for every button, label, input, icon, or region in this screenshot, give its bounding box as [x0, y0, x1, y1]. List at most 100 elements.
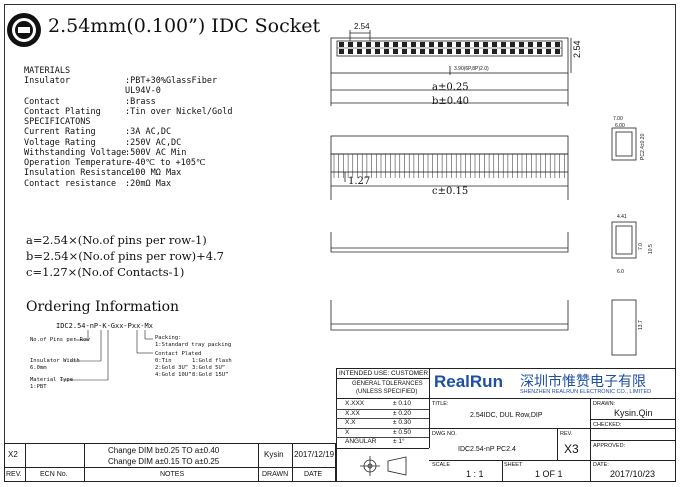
- tolerance-value: ± 1°: [393, 438, 405, 445]
- ordering-insulator-width-v: 6.0mm: [30, 365, 47, 371]
- tb-col-sheet: [502, 460, 503, 482]
- tolerance-key: ANGULAR: [345, 438, 377, 445]
- pin-hole: [357, 49, 362, 54]
- title-value: 2.54IDC, DUL Row,DIP: [470, 412, 543, 419]
- pin-hole: [483, 49, 488, 54]
- pin-hole: [393, 49, 398, 54]
- drawn-label: DRAWN:: [593, 401, 616, 407]
- rev-divider: [4, 467, 336, 468]
- ordering-code: IDC2.54-nP-K-Gxx-Pxx-Mx: [56, 322, 153, 330]
- tb-line-3: [429, 398, 676, 399]
- rev-block: [4, 443, 336, 482]
- spec-insulator: Insulator:PBT+30%GlassFiber: [24, 76, 218, 86]
- specifications-heading: SPECIFICATONS: [24, 117, 91, 127]
- pin-hole: [339, 42, 344, 47]
- ordering-plated: Contact Plated: [155, 351, 202, 357]
- plated-opt-2: 1:Gold flash: [192, 358, 232, 364]
- pin-hole: [492, 49, 497, 54]
- pin-hole: [384, 49, 389, 54]
- company-logo: [6, 12, 42, 48]
- pin-hole: [375, 42, 380, 47]
- pin-hole: [429, 42, 434, 47]
- tolerance-key: X.XXX: [345, 400, 365, 407]
- dim-w2: 6.00: [615, 123, 625, 129]
- plated-opt-4: 3:Gold 5U”: [192, 365, 226, 371]
- rev-col-4: [292, 443, 293, 482]
- pin-hole: [438, 49, 443, 54]
- tb-line-1: [336, 378, 429, 379]
- spec-insres: Insulation Resistance:100 MΩ Max: [24, 168, 182, 178]
- ordering-packing: Packing:: [155, 335, 182, 341]
- spec-voltage: Voltage Rating:250V AC,DC: [24, 138, 182, 148]
- intended-use: INTENDED USE: CUSTOMER: [339, 370, 429, 377]
- checked-label: CHECKED:: [593, 422, 622, 428]
- dim-half-pitch: 1.27: [348, 176, 371, 187]
- dim-pitch: 2.54: [354, 22, 370, 31]
- spec-current: Current Rating:3A AC,DC: [24, 127, 172, 137]
- pin-hole: [501, 42, 506, 47]
- company-en: SHENZHEN REALRUN ELECTRONIC CO., LIMITED: [520, 389, 652, 395]
- company-cn: 深圳市惟赞电子有限: [520, 374, 646, 390]
- title-label: TITLE:: [432, 401, 449, 407]
- ordering-material-v: 1:PBT: [30, 384, 47, 390]
- pin-hole: [519, 49, 524, 54]
- pin-hole: [402, 49, 407, 54]
- rev-change-2: Change DIM a±0.15 TO a±0.25: [108, 457, 220, 466]
- projection-symbol: [336, 448, 429, 483]
- rev-header-date: DATE: [304, 471, 323, 478]
- spec-withstand: Withstanding Voltage:500V AC Min: [24, 148, 187, 158]
- pin-hole: [447, 42, 452, 47]
- plated-opt-5: 4:Gold 10U”: [155, 372, 192, 378]
- pin-hole: [465, 49, 470, 54]
- ordering-material: Material Type: [30, 377, 74, 383]
- pin-hole: [492, 42, 497, 47]
- date-label: DATE:: [593, 462, 609, 468]
- spec-insulator-ul: UL94V-0: [125, 86, 161, 96]
- dim-s1: 4.41: [617, 214, 627, 220]
- dim-s4: 6.0: [617, 269, 624, 275]
- ordering-heading: Ordering Information: [26, 299, 180, 315]
- pin-hole: [537, 42, 542, 47]
- brand-name: RealRun: [434, 372, 503, 391]
- tolerance-key: X.XX: [345, 409, 360, 417]
- formula-b: b=2.54×(No.of pins per row)+4.7: [26, 249, 224, 263]
- dim-a: a±0.25: [432, 82, 469, 93]
- tolerance-key: X: [345, 428, 350, 436]
- pin-hole: [438, 42, 443, 47]
- rev-col-2: [84, 443, 85, 482]
- dim-s2: 7.0: [638, 243, 644, 250]
- pin-hole: [411, 49, 416, 54]
- pin-hole: [456, 42, 461, 47]
- tb-line-4: [429, 428, 676, 429]
- spec-contact: Contact:Brass: [24, 97, 156, 107]
- tolerance-divider: [336, 437, 429, 438]
- dim-h1: PC2.4±0.20: [640, 133, 646, 160]
- pin-hole: [456, 49, 461, 54]
- page-title: 2.54mm(0.100”) IDC Socket: [48, 15, 321, 37]
- pin-hole: [375, 49, 380, 54]
- pin-hole: [339, 49, 344, 54]
- pin-hole: [384, 42, 389, 47]
- ordering-insulator-width: Insulator Width: [30, 358, 80, 364]
- tb-col-1: [429, 368, 430, 448]
- pin-hole: [483, 42, 488, 47]
- tb-line-7: [590, 440, 676, 441]
- scale-value: 1 : 1: [466, 469, 484, 479]
- spec-optemp: Operation Temperature:-40℃ to +105℃: [24, 158, 206, 168]
- plated-opt-1: 0:Tin: [155, 358, 172, 364]
- pin-hole: [420, 42, 425, 47]
- plated-opt-6: 8:Gold 15U”: [192, 372, 229, 378]
- tolerance-divider: [336, 418, 429, 419]
- dim-pitch-side: 2.54: [572, 40, 582, 58]
- pin-hole: [510, 42, 515, 47]
- pin-hole: [519, 42, 524, 47]
- materials-heading: MATERIALS: [24, 66, 71, 76]
- dim-s5: 13.7: [638, 320, 644, 330]
- pin-hole: [420, 49, 425, 54]
- rev-change-1: Change DIM b±0.25 TO a±0.40: [108, 446, 220, 455]
- pin-hole: [537, 49, 542, 54]
- pin-hole: [528, 49, 533, 54]
- pin-hole: [546, 49, 551, 54]
